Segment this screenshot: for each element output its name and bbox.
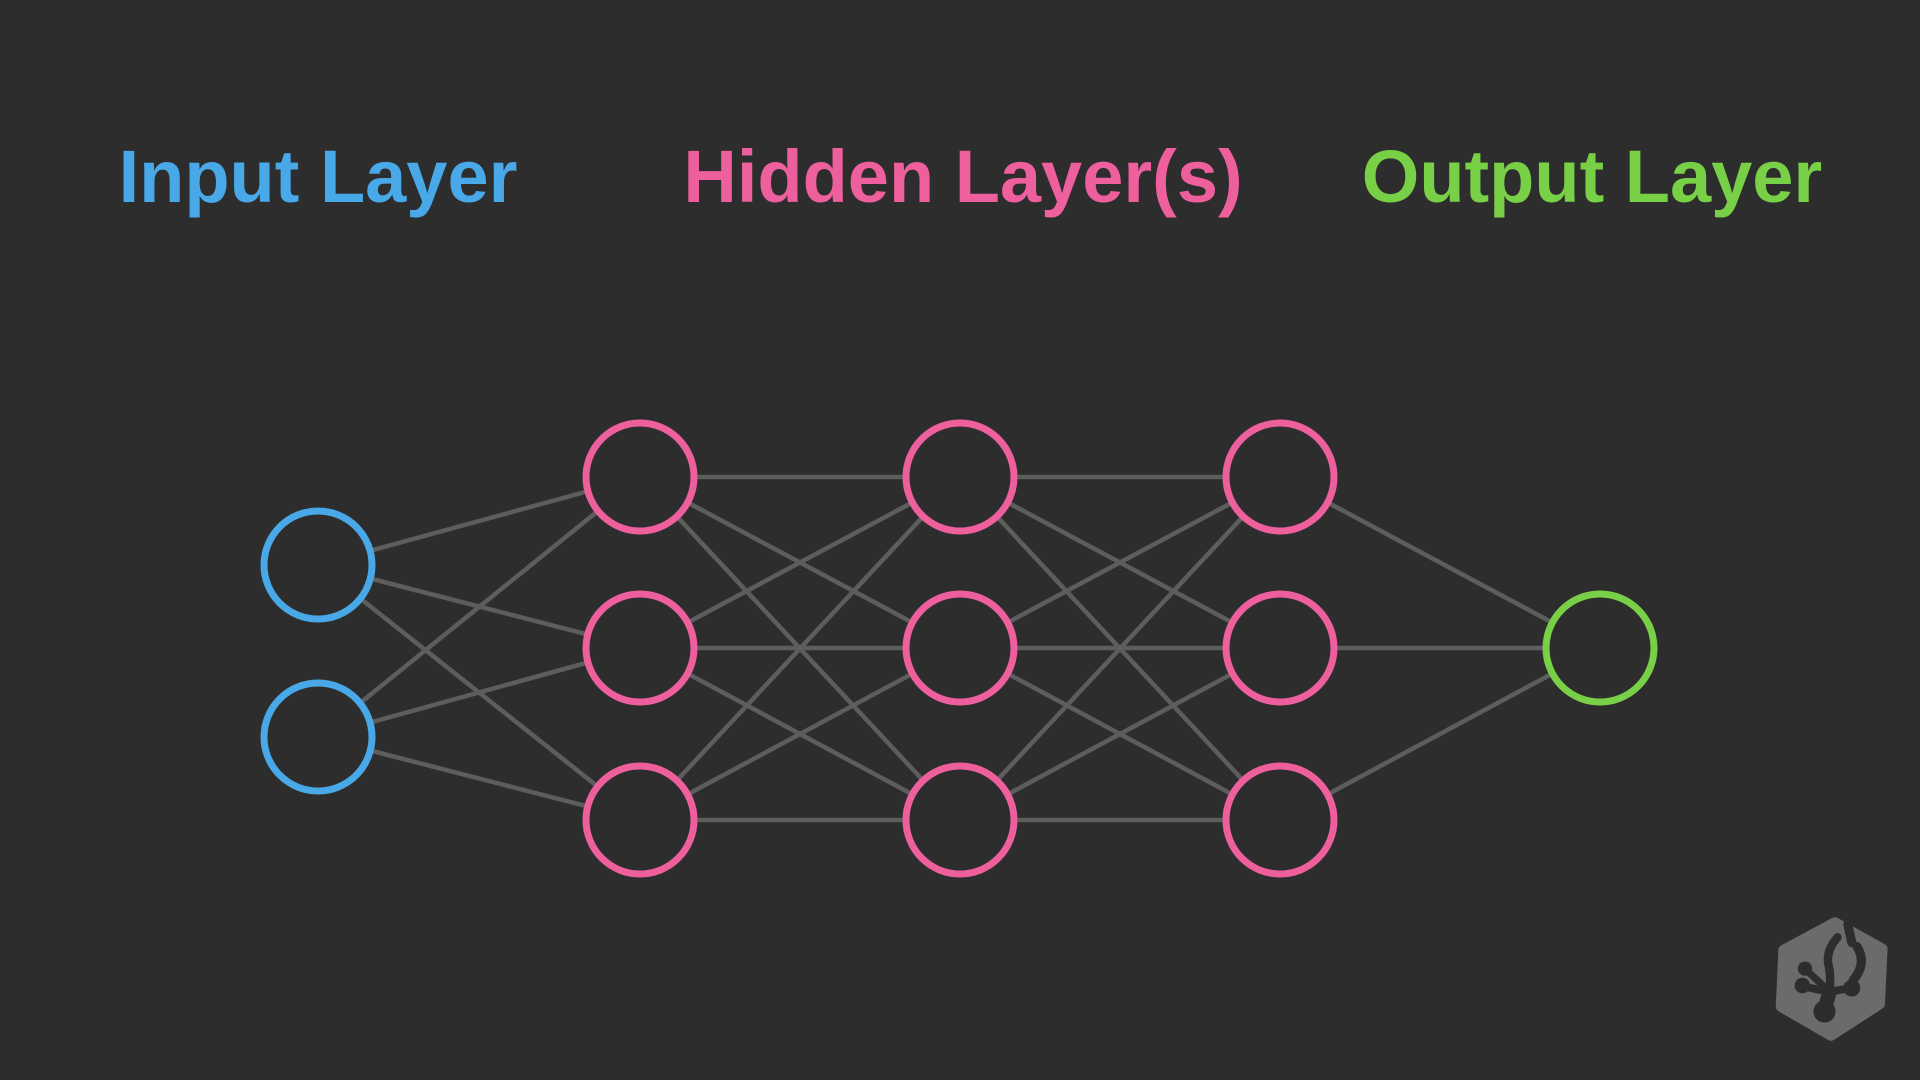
hidden-1-node bbox=[582, 590, 698, 706]
hidden-layer-label: Hidden Layer(s) bbox=[683, 135, 1243, 218]
edge-line bbox=[958, 475, 1282, 822]
hidden-2-node bbox=[902, 419, 1018, 535]
input-node bbox=[260, 679, 376, 795]
edge-line bbox=[316, 475, 642, 739]
hidden-3-node bbox=[1222, 419, 1338, 535]
hidden-3-node bbox=[1222, 762, 1338, 878]
input-node bbox=[260, 507, 376, 623]
hidden-1-node bbox=[582, 419, 698, 535]
edge-line bbox=[638, 475, 962, 650]
hidden-3-node bbox=[1222, 590, 1338, 706]
hidden-1-node bbox=[582, 762, 698, 878]
output-layer-label: Output Layer bbox=[1361, 135, 1823, 218]
edge-line bbox=[1278, 646, 1602, 822]
edge-line bbox=[638, 646, 962, 822]
input-layer-label: Input Layer bbox=[118, 135, 518, 218]
hidden-2-node bbox=[902, 762, 1018, 878]
edge-line bbox=[958, 475, 1282, 650]
logo-frog-foot bbox=[1794, 919, 1866, 1023]
hidden-2-node bbox=[902, 590, 1018, 706]
edge-line bbox=[958, 646, 1282, 822]
frog-foot-logo-icon bbox=[1775, 917, 1888, 1041]
edge-line bbox=[1278, 475, 1602, 650]
output-node bbox=[1542, 590, 1658, 706]
edge-line bbox=[638, 475, 962, 822]
